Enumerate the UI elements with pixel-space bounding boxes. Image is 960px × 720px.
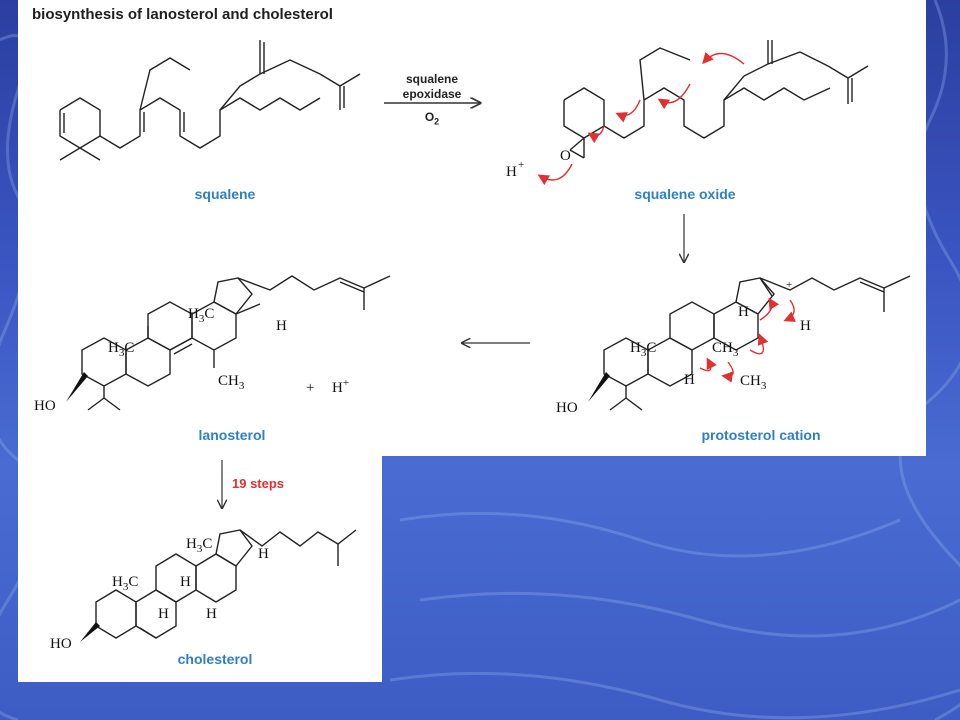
h-plus-product: H+ — [332, 377, 349, 396]
cation-charge: + — [786, 279, 792, 291]
steps-count-label: 19 steps — [232, 476, 285, 491]
cholesterol-ho-wedge — [80, 622, 100, 642]
electron-arrows-cation — [699, 297, 796, 383]
cation-ch3-low: CH3 — [740, 373, 767, 392]
cation-h-top: H — [738, 304, 749, 320]
cation-h3c: H3C — [630, 340, 656, 359]
label-squalene: squalene — [194, 186, 256, 202]
cholesterol-structure — [95, 529, 357, 639]
label-protosterol-cation: protosterol cation — [701, 427, 821, 443]
h-plus-oxide: H — [506, 164, 517, 180]
reagent-label: O2 — [424, 110, 440, 127]
cholesterol-h-top: H — [258, 546, 269, 562]
cation-ho: HO — [556, 400, 578, 416]
plus-sign: + — [306, 380, 314, 396]
cholesterol-h-mid: H — [180, 574, 191, 590]
cholesterol-h3c-left: H3C — [112, 574, 138, 593]
lanosterol-h3c-top: H3C — [188, 306, 214, 325]
cholesterol-h-low-left: H — [158, 606, 169, 622]
electron-arrows-oxide — [537, 52, 745, 186]
lanosterol-ho: HO — [34, 398, 56, 414]
lanosterol-h3c-left: H3C — [108, 340, 134, 359]
cholesterol-h-low-right: H — [206, 606, 217, 622]
cation-h-low: H — [684, 372, 695, 388]
label-lanosterol: lanosterol — [198, 427, 266, 443]
lanosterol-h-top: H — [276, 318, 287, 334]
diagram-title: biosynthesis of lanosterol and cholester… — [32, 6, 333, 23]
label-squalene-oxide: squalene oxide — [634, 186, 736, 202]
lanosterol-ho-wedge — [66, 372, 88, 402]
h-plus-charge: + — [518, 159, 524, 171]
lanosterol-structure — [81, 275, 391, 411]
protosterol-ho-wedge — [588, 372, 610, 402]
squalene-oxide-structure — [563, 40, 869, 159]
cation-ch3-mid: CH3 — [712, 340, 739, 359]
cholesterol-ho: HO — [50, 636, 72, 652]
cholesterol-h3c-top: H3C — [186, 536, 212, 555]
diagram-panel-top — [18, 0, 926, 456]
label-cholesterol: cholesterol — [177, 651, 253, 667]
squalene-structure — [59, 40, 361, 161]
enzyme-label: squalene epoxidase — [402, 72, 462, 101]
lanosterol-ch3: CH3 — [218, 373, 245, 392]
cation-h-right: H — [800, 318, 811, 334]
oxide-oxygen: O — [560, 148, 571, 164]
diagram-panel-bottom — [18, 456, 382, 682]
